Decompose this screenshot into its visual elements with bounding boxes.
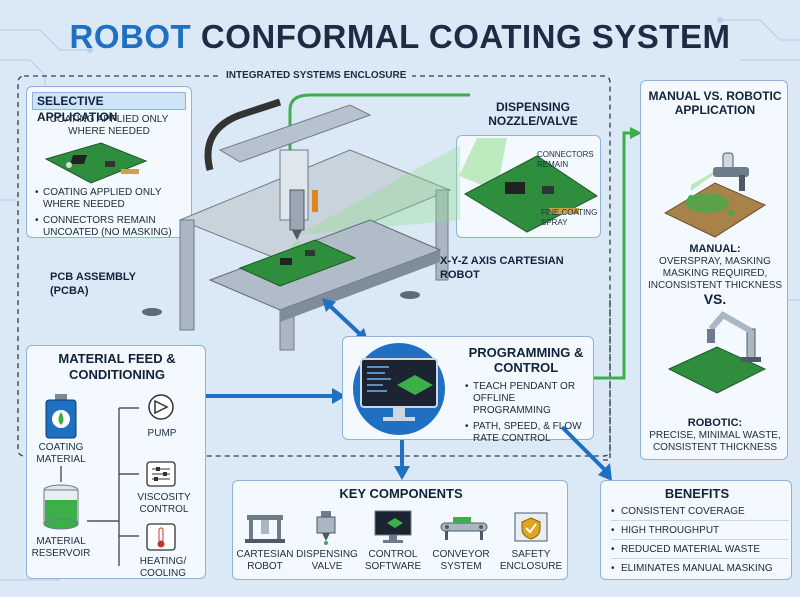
spray-gun-icon — [663, 152, 767, 238]
material-heading: MATERIAL FEED & CONDITIONING — [58, 351, 176, 382]
reservoir-icon — [43, 484, 79, 530]
selective-caption: COATING APPLIED ONLY WHERE NEEDED — [49, 114, 169, 137]
material-flow-lines — [60, 407, 139, 566]
manual-vs-robotic-panel: MANUAL VS. ROBOTIC APPLICATION MANUAL: O… — [640, 80, 788, 460]
nozzle-zoom-panel: CONNECTORS REMAIN FINE COATING SPRAY — [456, 135, 601, 238]
manual-text: OVERSPRAY, MASKING MASKING REQUIRED, INC… — [647, 256, 783, 291]
pcb-sample-image — [44, 142, 148, 184]
selective-heading: SELECTIVE APPLICATION — [32, 92, 186, 124]
programming-heading: PROGRAMMING & CONTROL — [468, 345, 584, 375]
fine-spray-label: FINE COATING SPRAY — [541, 208, 598, 227]
viscosity-label: VISCOSITY CONTROL — [137, 492, 191, 515]
component-label: DISPENSING VALVE — [296, 549, 358, 572]
selective-bullet: COATING APPLIED ONLY WHERE NEEDED — [35, 187, 187, 211]
comparison-heading: MANUAL VS. ROBOTIC APPLICATION — [648, 89, 782, 117]
control-software-icon — [374, 510, 412, 543]
comparison-connector — [594, 127, 642, 380]
monitor-icon — [353, 343, 445, 435]
robotic-text: PRECISE, MINIMAL WASTE, CONSISTENT THICK… — [649, 430, 781, 453]
component-label: CONTROL SOFTWARE — [364, 549, 422, 572]
component-label: CONVEYOR SYSTEM — [432, 549, 490, 572]
key-components-panel: KEY COMPONENTS CARTESIAN ROBOT DISPENSIN… — [232, 480, 568, 580]
conveyor-icon — [440, 517, 488, 540]
benefits-arrow — [560, 425, 612, 481]
thermometer-icon — [146, 523, 176, 551]
benefit-item: HIGH THROUGHPUT — [611, 522, 789, 540]
cartesian-robot-icon — [245, 515, 285, 543]
page-title: ROBOT CONFORMAL COATING SYSTEM — [69, 18, 731, 55]
nozzle-heading: DISPENSING NOZZLE/VALVE — [488, 100, 578, 128]
programming-bullet: TEACH PENDANT OR OFFLINE PROGRAMMING — [465, 381, 591, 417]
safety-enclosure-icon — [514, 512, 548, 542]
enclosure-label: INTEGRATED SYSTEMS ENCLOSURE — [220, 70, 413, 82]
connectors-remain-label: CONNECTORS REMAIN — [537, 150, 594, 169]
versus-label: VS. — [703, 291, 727, 307]
reservoir-label: MATERIAL RESERVOIR — [31, 536, 91, 559]
selective-bullet: CONNECTORS REMAIN UNCOATED (NO MASKING) — [35, 215, 187, 239]
components-heading: KEY COMPONENTS — [339, 486, 463, 501]
coating-material-label: COATING MATERIAL — [36, 442, 86, 465]
coating-bottle-icon — [45, 394, 77, 439]
selective-application-panel: SELECTIVE APPLICATION COATING APPLIED ON… — [26, 86, 192, 238]
benefit-item: REDUCED MATERIAL WASTE — [611, 541, 789, 559]
heating-label: HEATING/ COOLING — [139, 556, 187, 579]
benefit-item: CONSISTENT COVERAGE — [611, 503, 789, 521]
feed-arrow — [206, 388, 346, 404]
pump-label: PUMP — [147, 428, 177, 439]
programming-panel: PROGRAMMING & CONTROL TEACH PENDANT OR O… — [342, 336, 594, 444]
robotic-label: ROBOTIC: — [687, 417, 743, 429]
component-label: CARTESIAN ROBOT — [236, 549, 294, 572]
benefit-item: ELIMINATES MANUAL MASKING — [611, 560, 789, 578]
viscosity-control-icon — [146, 461, 176, 487]
dispensing-valve-icon — [316, 511, 336, 545]
components-arrow — [394, 440, 410, 480]
benefits-panel: BENEFITS CONSISTENT COVERAGE HIGH THROUG… — [600, 480, 792, 580]
robot-label: X-Y-Z AXIS CARTESIAN ROBOT — [440, 255, 564, 281]
cartesian-robot-illustration — [142, 93, 470, 351]
robotic-arm-icon — [667, 311, 767, 394]
benefits-heading: BENEFITS — [664, 486, 730, 501]
programming-bullet: PATH, SPEED, & FLOW RATE CONTROL — [465, 421, 591, 445]
nozzle-spray-image — [459, 138, 598, 233]
manual-label: MANUAL: — [689, 243, 741, 255]
component-label: SAFETY ENCLOSURE — [499, 549, 563, 572]
pump-icon — [148, 394, 174, 420]
material-feed-panel: MATERIAL FEED & CONDITIONING COATING MAT… — [26, 345, 206, 579]
pcb-label: PCB ASSEMBLY (PCBA) — [50, 271, 136, 297]
